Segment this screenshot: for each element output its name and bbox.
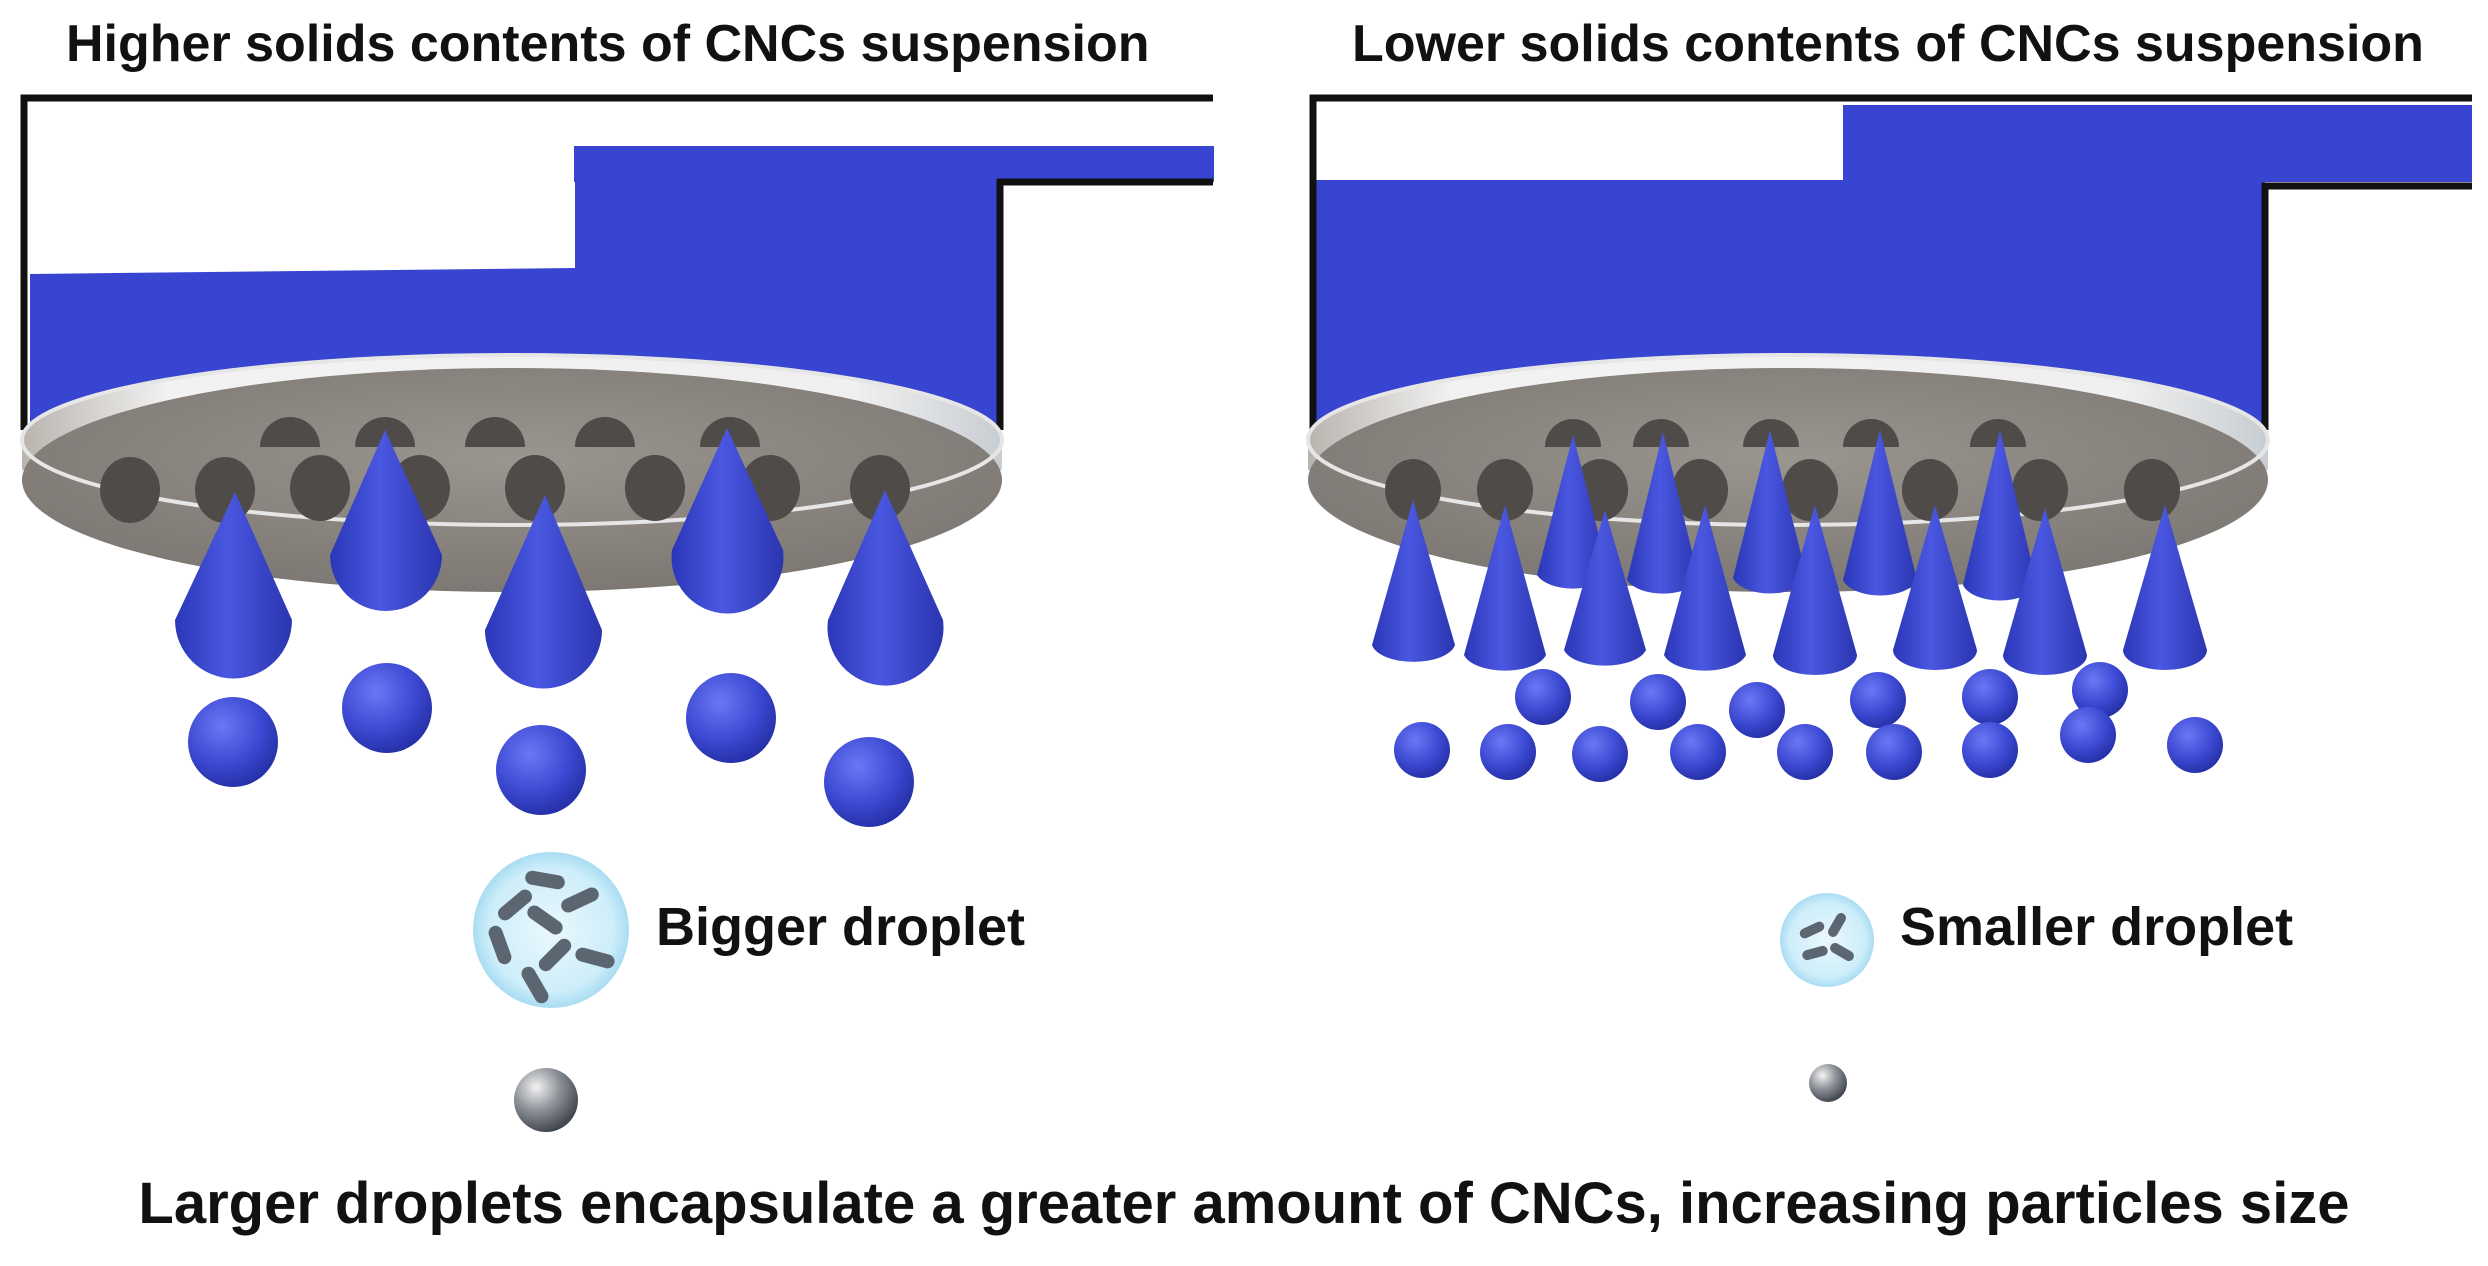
left-panel-title: Higher solids contents of CNCs suspensio… — [66, 15, 1150, 73]
right-atomizer — [1306, 94, 2472, 782]
bigger-droplet-label: Bigger droplet — [656, 897, 1026, 957]
cnc-rods-small — [1799, 913, 1854, 961]
small-dry-particle — [1809, 1064, 1847, 1102]
bigger-droplet-capsule — [473, 852, 629, 1008]
left-droplets — [188, 663, 914, 827]
right-liquid-reservoir — [1315, 105, 2472, 430]
smaller-droplet-label: Smaller droplet — [1900, 897, 2294, 957]
left-atomizer — [20, 94, 1214, 827]
cnc-rods-large — [488, 870, 615, 1004]
right-panel-title: Lower solids contents of CNCs suspension — [1352, 15, 2424, 73]
large-dry-particle — [514, 1068, 578, 1132]
right-housing-outline — [1309, 94, 2472, 430]
right-droplets — [1394, 662, 2223, 782]
right-jets-front — [1372, 500, 2207, 675]
smaller-droplet-capsule — [1780, 893, 1874, 987]
right-jets-back — [1537, 430, 2037, 601]
left-jets — [175, 428, 944, 689]
left-housing-outline — [20, 94, 1213, 430]
diagram-caption: Larger droplets encapsulate a greater am… — [138, 1171, 2350, 1236]
left-liquid-reservoir — [30, 146, 1213, 430]
